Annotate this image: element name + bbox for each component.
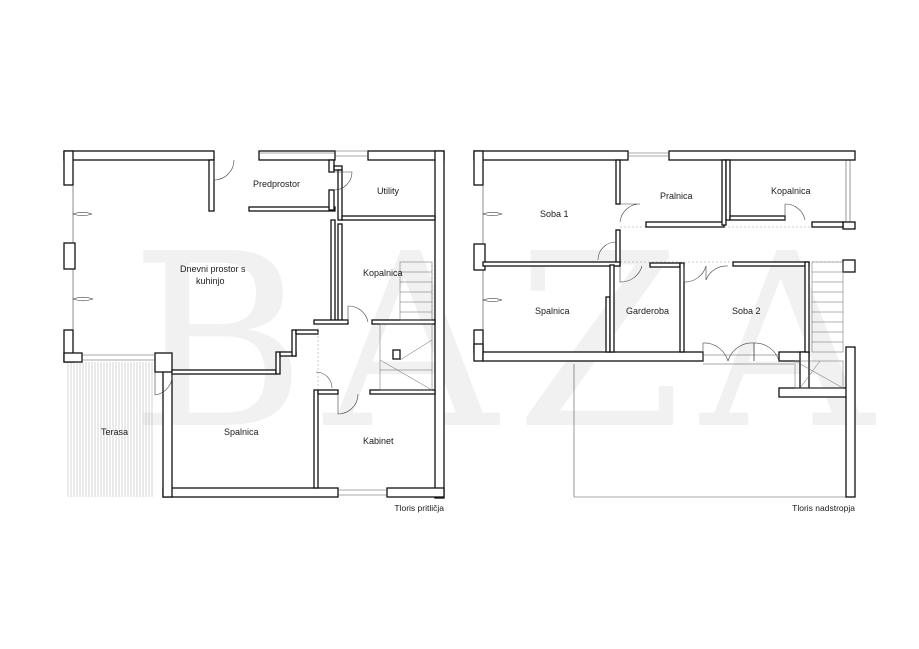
room-predprostor: Predprostor [253,179,300,189]
room-spalnica-upper: Spalnica [535,306,570,316]
upper-floor-plan: Soba 1 Pralnica Kopalnica Spalnica Garde… [473,150,856,513]
room-pralnica: Pralnica [660,191,693,201]
room-terasa: Terasa [101,427,128,437]
upper-floor-caption: Tloris nadstropja [792,503,855,513]
upper-inner-walls [482,159,844,353]
room-kopalnica-upper: Kopalnica [771,186,811,196]
room-dnevni-line2: kuhinjo [196,276,225,286]
ground-inner-walls [171,159,436,489]
room-kopalnica-ground: Kopalnica [363,268,403,278]
ground-floor-caption: Tloris pritličja [394,503,444,513]
upper-stair [794,261,844,389]
upper-windows [628,152,779,356]
upper-outline [573,160,853,498]
watermark-text: BAZA [130,202,892,482]
room-utility: Utility [377,186,399,196]
room-spalnica-ground: Spalnica [224,427,259,437]
ground-stair [379,261,433,391]
upper-outer-walls [473,150,856,498]
room-kabinet: Kabinet [363,436,394,446]
ground-outer-walls [63,150,445,499]
ground-floor-plan: Predprostor Utility Dnevni prostor s kuh… [63,150,445,513]
room-soba2: Soba 2 [732,306,761,316]
room-garderoba: Garderoba [626,306,669,316]
room-soba1: Soba 1 [540,209,569,219]
terrace-hatch [67,362,153,497]
room-dnevni-line1: Dnevni prostor s [180,264,246,274]
ground-doors [72,159,369,415]
upper-doors [482,185,806,362]
